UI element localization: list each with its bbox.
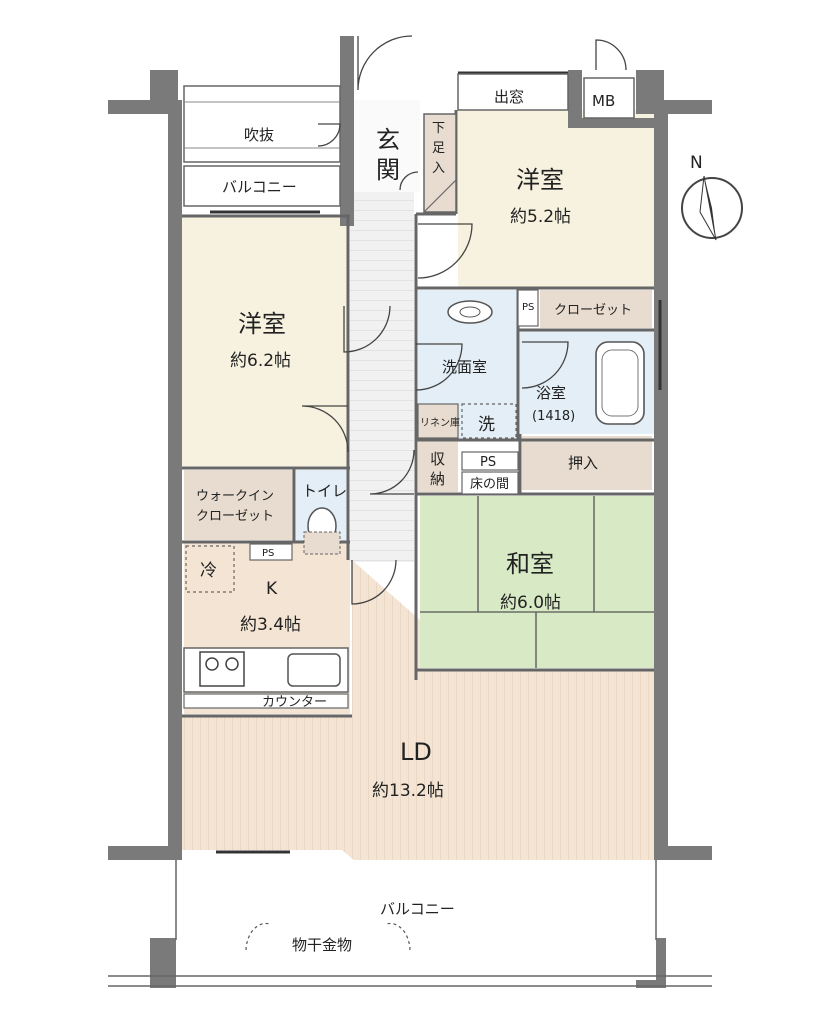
- label-oshiire: 押入: [568, 454, 598, 472]
- compass: [681, 175, 743, 241]
- label-linen: リネン庫: [420, 416, 460, 429]
- room-size-western-top-right: 約5.2帖: [510, 207, 571, 227]
- room-size-kitchen: 約3.4帖: [240, 615, 301, 635]
- balcony-bottom-area: [176, 860, 656, 980]
- label-walkin-1: ウォークイン: [196, 489, 274, 504]
- label-ps-top: PS: [522, 302, 534, 313]
- balcony-top: [183, 165, 341, 207]
- sink: [287, 653, 341, 687]
- label-fukinuke: 吹抜: [244, 126, 274, 144]
- label-bath-size: (1418): [532, 409, 575, 424]
- room-name-western-top-right: 洋室: [516, 166, 564, 194]
- room-name-western-left: 洋室: [238, 310, 286, 338]
- label-counter: カウンター: [262, 695, 327, 710]
- stove: [199, 651, 245, 687]
- label-genkan-1: 玄: [376, 126, 400, 154]
- label-tokonoma: 床の間: [470, 477, 509, 492]
- room-size-living: 約13.2帖: [372, 781, 444, 801]
- drying-hook-right: [385, 922, 411, 951]
- doors: [301, 35, 627, 605]
- label-demado: 出窓: [494, 88, 524, 106]
- japanese-room-floor: [420, 496, 654, 668]
- fridge-space: [185, 545, 235, 593]
- fukinuke-area: [183, 85, 341, 163]
- counter-strip: [183, 693, 349, 709]
- room-size-japanese: 約6.0帖: [500, 593, 561, 613]
- room-name-kitchen: K: [266, 579, 278, 599]
- label-balcony-bottom: バルコニー: [380, 900, 455, 918]
- label-rei: 冷: [200, 561, 217, 581]
- label-shuno-1: 収: [430, 450, 445, 468]
- washer-space: [461, 403, 517, 439]
- shuno-floor: [418, 440, 458, 492]
- label-mb: MB: [592, 92, 615, 110]
- mb-box: [583, 77, 635, 119]
- walls: [108, 36, 712, 988]
- western-room-left: [182, 216, 348, 466]
- living-room-lines: [182, 560, 656, 872]
- label-yokushitsu: 浴室: [536, 384, 566, 402]
- hallway-lines: [350, 190, 414, 562]
- label-balcony-top: バルコニー: [222, 178, 297, 196]
- demado-box: [457, 73, 569, 111]
- room-name-living: LD: [400, 738, 432, 766]
- ps-kitchen-box: [249, 543, 293, 561]
- ps-mid-box: [461, 451, 519, 471]
- genkan-floor: [352, 100, 420, 192]
- label-getabako-3: 入: [432, 161, 445, 176]
- label-monohoshi: 物干金物: [292, 936, 352, 954]
- walkin-floor: [184, 470, 294, 540]
- tokonoma-box: [461, 471, 519, 495]
- bathtub: [595, 341, 645, 425]
- label-walkin-2: クローゼット: [196, 509, 274, 524]
- label-getabako-1: 下: [432, 121, 445, 136]
- closet-floor: [540, 290, 652, 328]
- western-room-top-right: [458, 110, 654, 288]
- label-genkan-2: 関: [376, 156, 400, 184]
- label-sen: 洗: [478, 415, 495, 435]
- label-senmen: 洗面室: [442, 358, 487, 376]
- compass-label: N: [690, 153, 703, 173]
- label-ps-mid: PS: [480, 455, 496, 470]
- tatami-lines: [420, 496, 654, 668]
- drying-hook-left: [245, 922, 271, 951]
- label-getabako-2: 足: [432, 141, 445, 156]
- partitions: [182, 110, 654, 718]
- label-ps-kitchen: PS: [262, 548, 274, 559]
- label-closet: クローゼット: [554, 303, 632, 318]
- ps-top-box: [517, 289, 539, 327]
- linen-box: [417, 403, 459, 439]
- oshiire-floor: [522, 436, 652, 490]
- label-shuno-2: 納: [430, 470, 445, 488]
- washbasin: [447, 300, 493, 324]
- label-toilet: トイレ: [302, 482, 347, 500]
- room-name-japanese: 和室: [506, 550, 554, 578]
- room-size-western-left: 約6.2帖: [230, 351, 291, 371]
